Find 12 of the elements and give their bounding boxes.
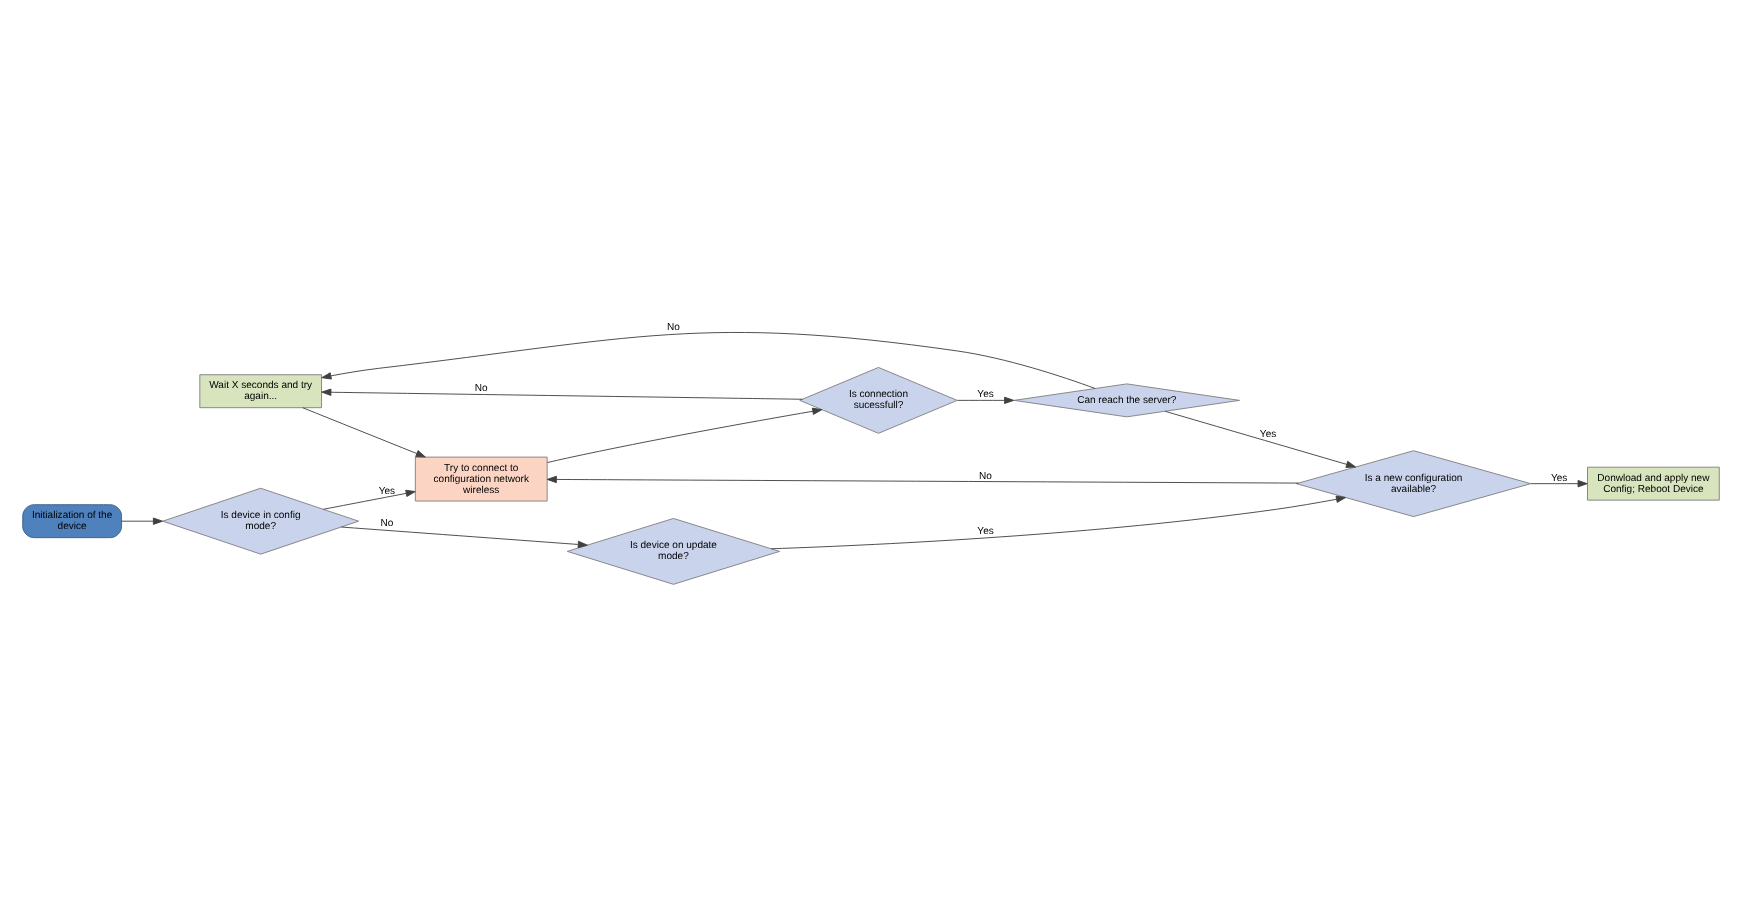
arrow bbox=[1164, 409, 1357, 467]
arrow bbox=[1530, 479, 1588, 487]
arrow bbox=[956, 395, 1015, 404]
arrow bbox=[121, 516, 163, 524]
arrow bbox=[321, 331, 1096, 388]
arrow bbox=[321, 387, 803, 399]
arrow bbox=[546, 406, 823, 462]
arrow bbox=[302, 406, 426, 457]
arrow bbox=[322, 488, 416, 509]
arrow bbox=[340, 525, 588, 548]
arrow bbox=[770, 494, 1347, 549]
arrow bbox=[546, 474, 1299, 483]
